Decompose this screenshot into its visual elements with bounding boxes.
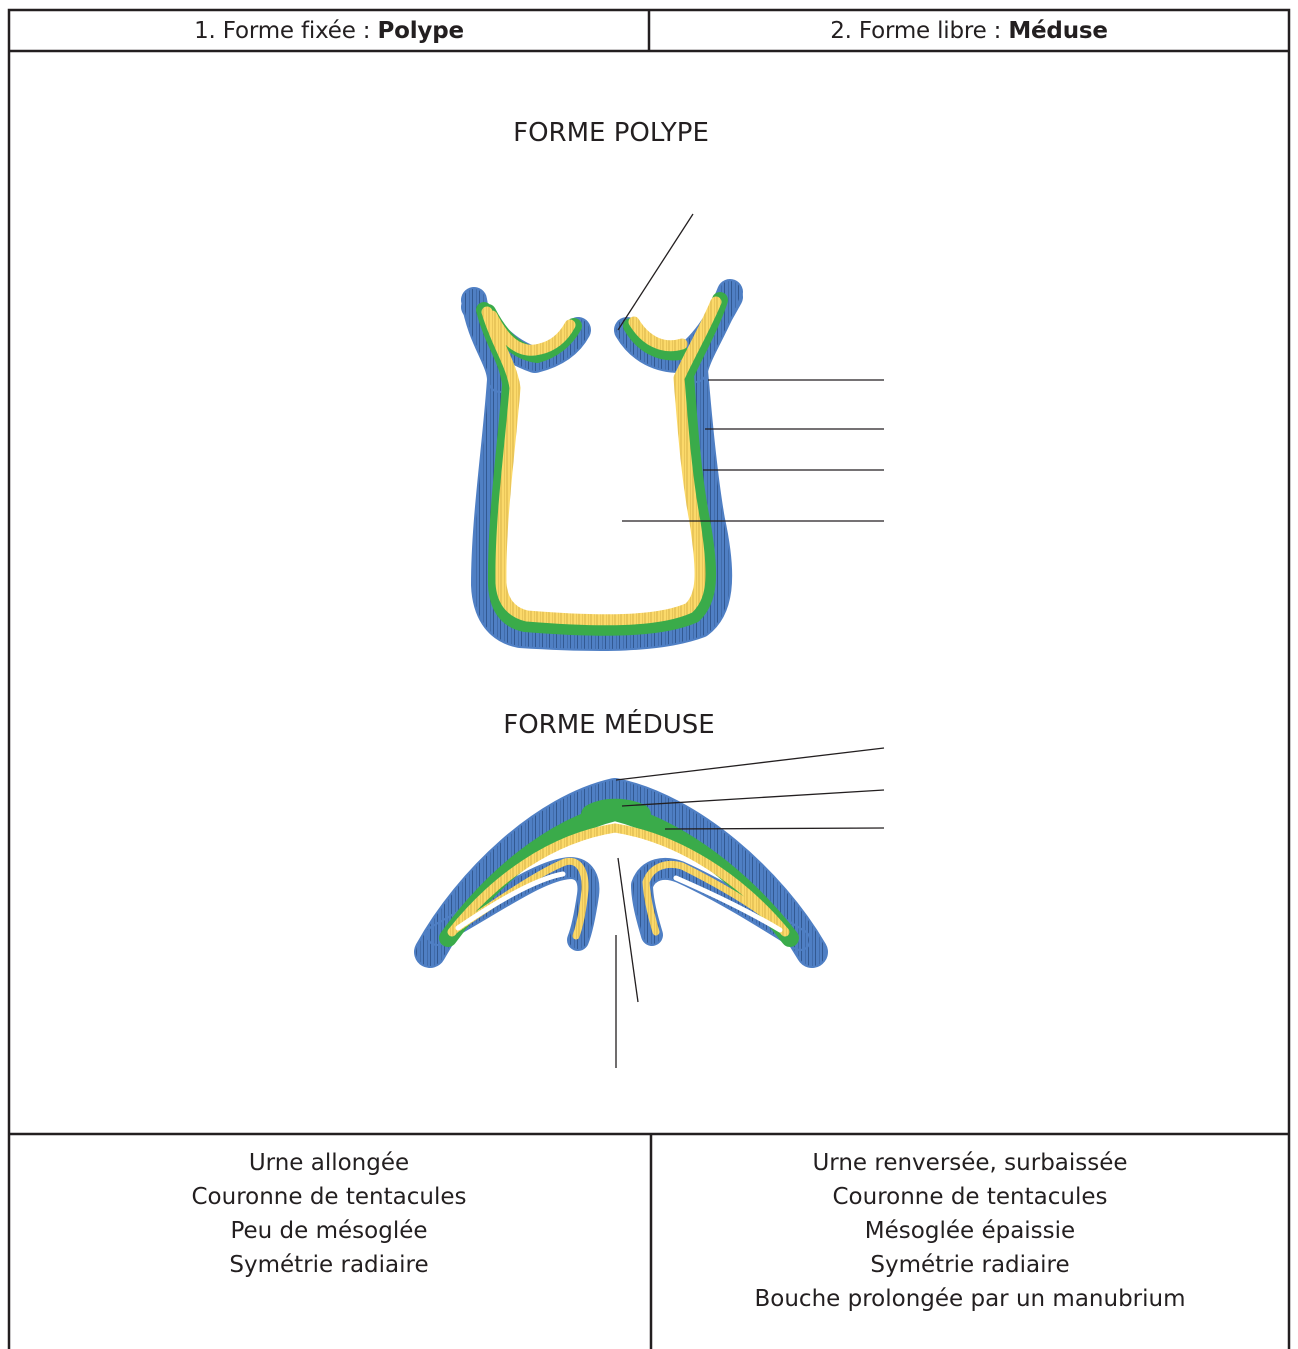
- polyp-desc-line: Urne allongée: [9, 1146, 649, 1180]
- polyp-desc-line: Couronne de tentacules: [9, 1180, 649, 1214]
- medusa-desc-line: Urne renversée, surbaissée: [651, 1146, 1289, 1180]
- header-polyp-prefix: 1. Forme fixée :: [194, 18, 377, 44]
- polyp-title: FORME POLYPE: [411, 118, 811, 148]
- medusa-title: FORME MÉDUSE: [409, 710, 809, 740]
- header-medusa-cell: 2. Forme libre : Méduse: [649, 12, 1289, 50]
- polyp-desc-line: Symétrie radiaire: [9, 1248, 649, 1282]
- header-medusa-bold: Méduse: [1008, 18, 1107, 44]
- header-polyp-cell: 1. Forme fixée : Polype: [9, 12, 649, 50]
- medusa-description: Urne renversée, surbaissée Couronne de t…: [651, 1146, 1289, 1316]
- polyp-diagram: [474, 292, 730, 638]
- medusa-desc-line: Couronne de tentacules: [651, 1180, 1289, 1214]
- polyp-description: Urne allongée Couronne de tentacules Peu…: [9, 1146, 649, 1282]
- medusa-desc-line: Mésoglée épaissie: [651, 1214, 1289, 1248]
- polyp-desc-line: Peu de mésoglée: [9, 1214, 649, 1248]
- medusa-desc-line: Symétrie radiaire: [651, 1248, 1289, 1282]
- header-polyp-bold: Polype: [377, 18, 463, 44]
- medusa-diagram: [430, 794, 812, 952]
- medusa-desc-line: Bouche prolongée par un manubrium: [651, 1282, 1289, 1316]
- header-medusa-prefix: 2. Forme libre :: [830, 18, 1008, 44]
